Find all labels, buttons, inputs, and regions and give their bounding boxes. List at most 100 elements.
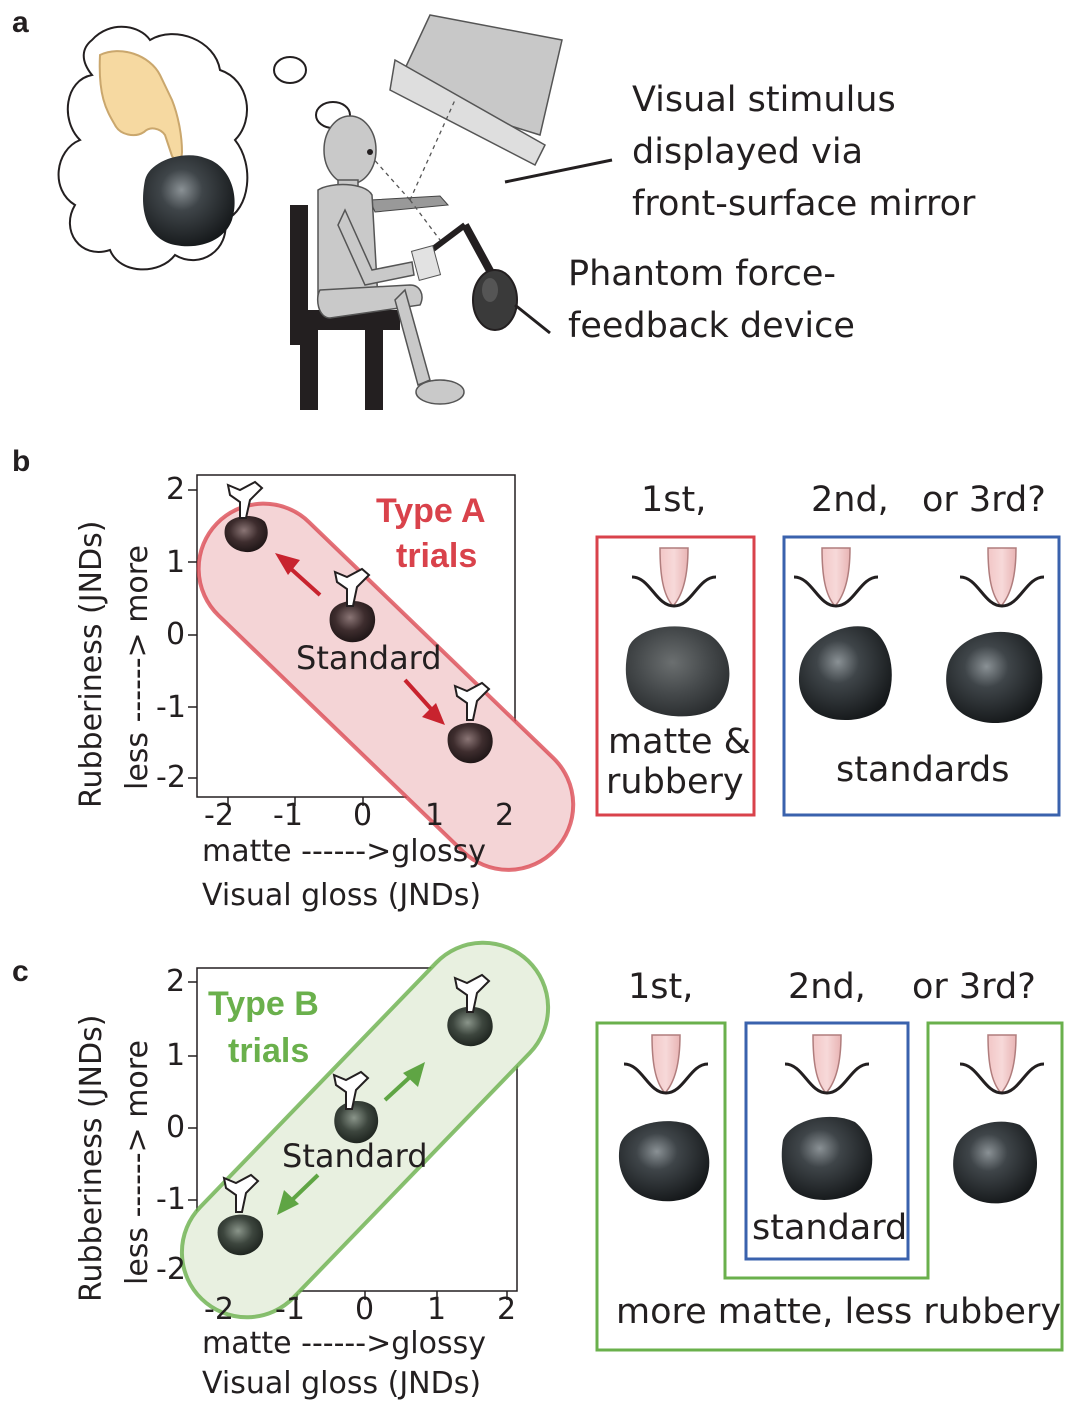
arrow-icon (383, 1062, 425, 1102)
y-axis-direction: less ------> more (120, 545, 155, 790)
standard-label: Standard (296, 639, 442, 677)
odd-label-line-2: rubbery (606, 762, 744, 802)
panel-letter-b: b (12, 445, 31, 478)
mirror-label-line-1: Visual stimulus (632, 80, 896, 120)
panel-letter-c: c (12, 955, 29, 988)
sight-line (409, 99, 456, 201)
pointing-hand-icon (222, 973, 491, 1213)
finger-press-icon (959, 547, 1045, 608)
y-tick: 0 (166, 617, 186, 652)
stone-icon (143, 155, 235, 247)
stone-icon (625, 626, 730, 717)
question-third: or 3rd? (922, 480, 1046, 520)
odd-option-label: more matte, less rubbery (616, 1292, 1062, 1332)
arrow-icon (277, 1173, 320, 1215)
mirror-label-line-3: front-surface mirror (632, 184, 976, 224)
finger-press-icon (784, 1034, 870, 1095)
standard-box (744, 1021, 910, 1261)
x-axis-title: Visual gloss (JNDs) (202, 878, 482, 913)
y-axis-title: Rubberiness (JNDs) (74, 1014, 109, 1302)
chair-seat (290, 310, 400, 330)
arrow-icon (275, 553, 322, 597)
y-tick: 0 (166, 1110, 186, 1145)
question-first: 1st, (641, 480, 707, 520)
stone-icon (798, 626, 892, 721)
panel-c-options (595, 1021, 1064, 1352)
stone-icon (618, 1121, 710, 1202)
y-tick: 1 (166, 545, 186, 580)
standard-option-label: standard (752, 1208, 908, 1248)
finger-press-icon (623, 1034, 709, 1095)
stone-icon (217, 1214, 264, 1256)
plot-frame (196, 474, 516, 798)
trial-type-label: Type A (376, 492, 486, 530)
panel-c-plot (179, 940, 551, 1320)
y-tick: -1 (156, 690, 186, 725)
y-tick: 2 (166, 964, 186, 999)
y-tick: 2 (166, 472, 186, 507)
y-axis-direction: less ------> more (120, 1040, 155, 1285)
x-tick: -1 (275, 1292, 305, 1327)
question-first: 1st, (628, 967, 694, 1007)
plot-frame (196, 967, 518, 1292)
x-tick: 1 (425, 798, 445, 833)
stone-icon (953, 1121, 1038, 1204)
pointing-hand-icon (226, 480, 491, 721)
question-third: or 3rd? (912, 967, 1036, 1007)
odd-label-line-1: matte & (608, 722, 751, 762)
person-figure (317, 115, 465, 405)
x-axis-direction: matte ------>glossy (202, 834, 486, 869)
y-tick: -2 (156, 760, 186, 795)
finger-press-icon (959, 1034, 1045, 1095)
odd-stimuli-box (595, 1021, 1064, 1352)
panel-a-illustration (57, 14, 613, 410)
mirror-label-line-2: displayed via (632, 132, 864, 172)
stone-icon (447, 722, 493, 764)
x-tick: 0 (355, 1292, 375, 1327)
panel-letter-a: a (12, 6, 29, 39)
standards-box (782, 535, 1061, 817)
sight-line (409, 199, 441, 241)
stone-icon (224, 516, 268, 553)
hand-icon (98, 50, 184, 161)
stone-icon (946, 631, 1043, 724)
trial-type-sublabel: trials (228, 1032, 310, 1070)
x-tick: 2 (497, 1292, 517, 1327)
display-icon (393, 14, 563, 136)
x-axis-direction: matte ------>glossy (202, 1326, 486, 1361)
standard-label: Standard (282, 1137, 428, 1175)
stone-icon (447, 1006, 493, 1047)
y-tick: -1 (156, 1182, 186, 1217)
odd-stimulus-box (595, 535, 756, 817)
phantom-device-icon (410, 222, 518, 331)
y-axis-title: Rubberiness (JNDs) (74, 520, 109, 808)
panel-b-options (595, 535, 1061, 817)
device-label-line-1: Phantom force- (568, 254, 837, 294)
panel-b-plot (188, 474, 576, 872)
x-tick: 2 (495, 798, 515, 833)
trial-type-label: Type B (208, 985, 319, 1023)
thought-puff-icon (273, 56, 307, 84)
finger-press-icon (631, 547, 717, 608)
arrow-icon (403, 678, 445, 725)
stone-icon (329, 600, 376, 643)
stone-icon (781, 1116, 873, 1200)
display-frame (389, 58, 546, 167)
leader-line (514, 303, 551, 335)
x-tick: 1 (427, 1292, 447, 1327)
device-label-line-2: feedback device (568, 306, 855, 346)
chair-leg (365, 330, 383, 410)
trial-type-sublabel: trials (396, 537, 478, 575)
standards-label: standards (836, 750, 1010, 790)
y-tick: 1 (166, 1038, 186, 1073)
question-second: 2nd, (788, 967, 866, 1007)
x-tick: -1 (273, 798, 303, 833)
y-tick: -2 (156, 1252, 186, 1287)
sight-line (369, 154, 411, 201)
leader-line (504, 158, 613, 184)
x-tick: 0 (353, 798, 373, 833)
x-axis-title: Visual gloss (JNDs) (202, 1366, 482, 1401)
eye-icon (367, 149, 373, 155)
x-tick: -2 (204, 1292, 234, 1327)
